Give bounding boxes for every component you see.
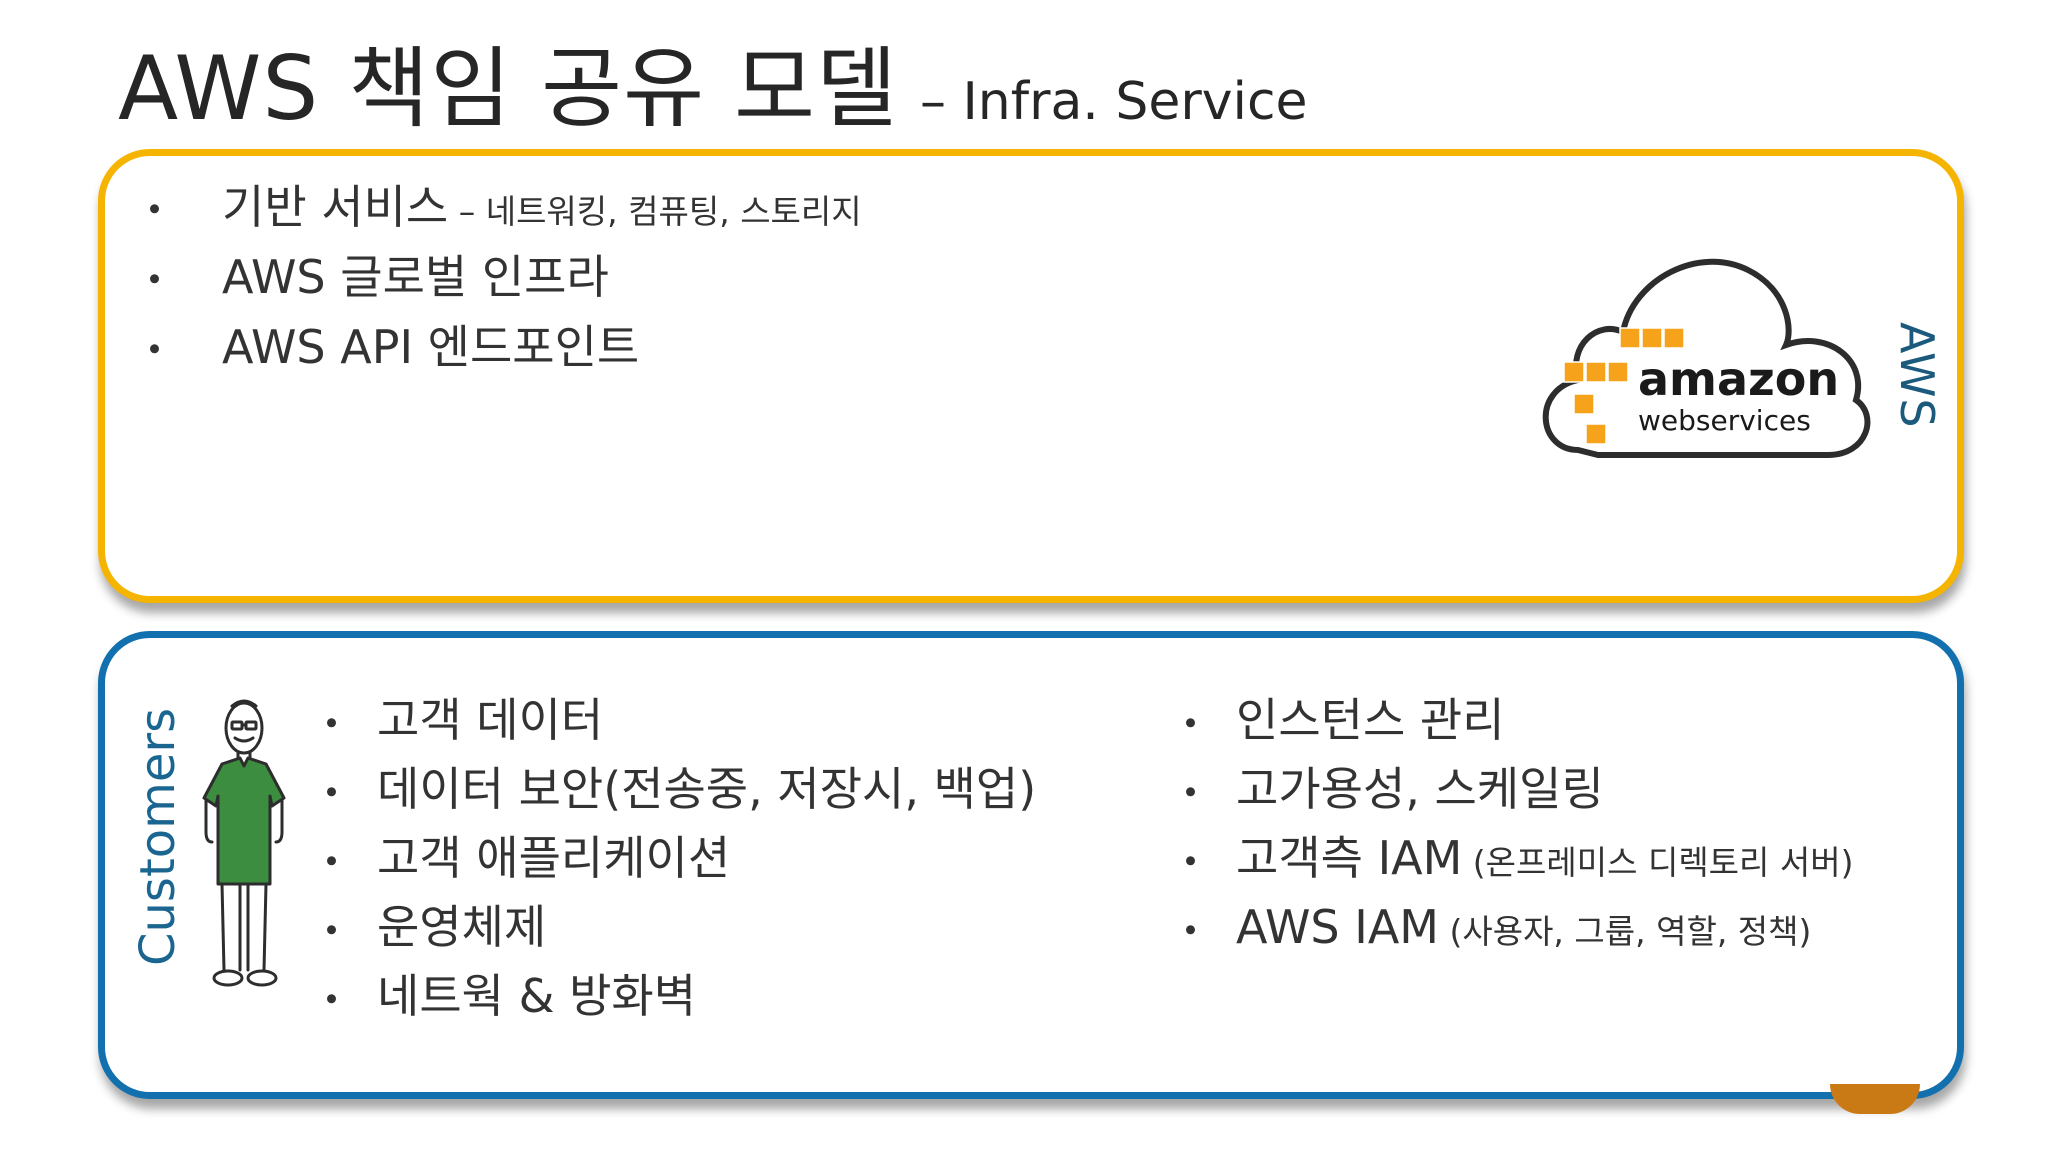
list-item: 인스턴스 관리 [1186,686,1854,755]
list-item: 고객 데이터 [327,686,1036,755]
list-item: 운영체제 [327,893,1036,962]
item-text: 고객측 IAM [1236,831,1463,885]
customers-side-label: Customers [130,707,186,966]
bullet-icon [150,344,159,354]
bullet-icon [1186,786,1195,796]
item-text: 고가용성, 스케일링 [1236,762,1604,816]
slide-title: AWS 책임 공유 모델 – Infra. Service [118,18,1308,140]
item-text: AWS 글로벌 인프라 [222,250,609,304]
aws-boxes-icon [1563,327,1685,445]
customer-responsibility-list-left: 고객 데이터 데이터 보안(전송중, 저장시, 백업) 고객 애플리케이션 운영… [327,686,1036,1031]
bullet-icon [327,786,336,796]
item-text: 고객 데이터 [377,693,604,747]
list-item: 고객 애플리케이션 [327,824,1036,893]
item-text: 운영체제 [377,900,547,954]
list-item: 데이터 보안(전송중, 저장시, 백업) [327,755,1036,824]
bullet-icon [327,924,336,934]
logo-subword: webservices [1638,404,1811,437]
bullet-icon [1186,717,1195,727]
bullet-icon [1186,855,1195,865]
bullet-icon [1186,924,1195,934]
bullet-icon [150,204,159,214]
list-item: 고가용성, 스케일링 [1186,755,1854,824]
customer-responsibility-box [98,631,1964,1099]
item-text: 고객 애플리케이션 [377,831,731,885]
customer-person-icon [202,699,286,987]
list-item: AWS API 엔드포인트 [150,312,862,382]
list-item: AWS 글로벌 인프라 [150,242,862,312]
title-main: AWS 책임 공유 모델 [118,37,898,140]
item-text: 기반 서비스 [222,180,449,234]
bullet-icon [150,274,159,284]
list-item: AWS IAM (사용자, 그룹, 역할, 정책) [1186,893,1854,962]
logo-word: amazon [1638,352,1839,406]
customer-responsibility-list-right: 인스턴스 관리 고가용성, 스케일링 고객측 IAM (온프레미스 디렉토리 서… [1186,686,1854,962]
list-item: 네트웍 & 방화벽 [327,962,1036,1031]
item-detail: (온프레미스 디렉토리 서버) [1462,843,1854,882]
title-subtitle: – Infra. Service [919,72,1308,132]
person-shirt-icon [202,756,286,886]
item-text: 데이터 보안(전송중, 저장시, 백업) [377,762,1037,816]
aws-cloud-logo: amazon webservices [1542,258,1871,458]
bullet-icon [327,717,336,727]
aws-side-label: AWS [1890,322,1944,429]
item-text: 네트웍 & 방화벽 [377,969,697,1023]
item-detail: – 네트워킹, 컴퓨팅, 스토리지 [448,192,862,231]
item-text: AWS IAM [1236,900,1439,954]
bullet-icon [327,855,336,865]
item-text: AWS API 엔드포인트 [222,320,640,374]
item-detail: (사용자, 그룹, 역할, 정책) [1438,912,1812,951]
list-item: 기반 서비스 – 네트워킹, 컴퓨팅, 스토리지 [150,172,862,242]
aws-responsibility-list: 기반 서비스 – 네트워킹, 컴퓨팅, 스토리지 AWS 글로벌 인프라 AWS… [150,172,862,382]
item-text: 인스턴스 관리 [1236,693,1505,747]
list-item: 고객측 IAM (온프레미스 디렉토리 서버) [1186,824,1854,893]
bullet-icon [327,993,336,1003]
decorative-orange-shape [1830,1084,1920,1114]
